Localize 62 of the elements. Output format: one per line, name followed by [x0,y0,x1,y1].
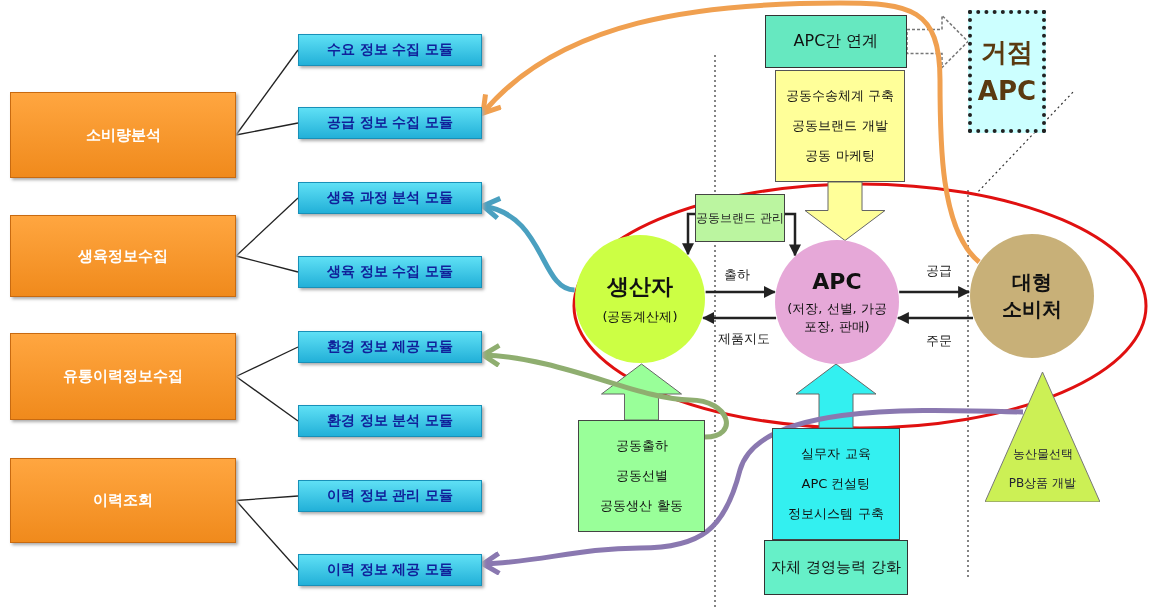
arrow [785,212,801,257]
circle-title: 생산자 [607,273,673,301]
list-item: 공동브랜드 개발 [792,117,888,135]
label-box: 공동브랜드 관리 [695,194,785,242]
triangle-text: 농산물선택 [1012,446,1073,463]
list-item: APC 컨설팅 [801,475,871,493]
arrow [702,312,777,324]
edge-label: 출하 [722,266,752,284]
connector-line [235,255,299,273]
list-item: 공동생산 활동 [600,497,683,515]
module-box: 생육 과정 분석 모듈 [298,182,482,214]
list-item: 실무자 교육 [801,445,871,463]
circle-subtitle: (저장, 선별, 가공 포장, 판매) [787,299,887,336]
block-arrow [601,363,682,421]
header-box: APC간 연계 [765,15,907,68]
circle-subtitle: (공동계산제) [602,308,678,326]
module-box: 환경 정보 분석 모듈 [298,405,482,437]
module-box: 이력 정보 제공 모듈 [298,554,482,586]
hollow-arrow [906,13,970,70]
list-item: 정보시스템 구축 [788,505,884,523]
connector-line [235,499,299,571]
curved-arrow [480,197,576,293]
module-box: 수요 정보 수집 모듈 [298,34,482,66]
connector-line [235,346,299,378]
edge-label: 주문 [924,332,954,350]
connector-line [235,495,299,502]
arrow [896,312,974,324]
connector-line [235,375,299,422]
curved-arrow [480,407,1024,576]
arrow [682,212,695,256]
edge-label: 공급 [924,262,954,280]
connector-line [235,122,299,136]
arrow [705,286,776,298]
module-box: 이력 정보 관리 모듈 [298,480,482,512]
triangle-shape [985,372,1100,502]
task-list-box [772,428,900,540]
list-item: 공동출하 [615,437,668,455]
task-list-box [578,420,705,532]
module-box: 생육 정보 수집 모듈 [298,256,482,288]
block-arrow [795,363,877,429]
curved-arrow [480,0,981,264]
category-box: 생육정보수집 [10,215,236,297]
list-item: 공동 마케팅 [805,147,875,165]
list-item: 공동선별 [615,467,668,485]
curved-arrow [480,343,729,440]
connector-line [235,49,299,136]
task-list-box [775,70,905,182]
list-item: 공동수송체계 구축 [785,87,895,105]
edge-label: 제품지도 [716,330,772,348]
dotted-box: 거점 APC [968,10,1046,133]
header-box: 자체 경영능력 강화 [764,540,908,595]
circle-title: APC [812,268,862,294]
connector-line [235,197,299,257]
category-box: 이력조회 [10,458,236,543]
module-box: 공급 정보 수집 모듈 [298,107,482,139]
actor-circle: 대형 소비처 [970,234,1094,358]
module-box: 환경 정보 제공 모듈 [298,331,482,363]
triangle-text: PB상품 개발 [1008,475,1077,492]
category-box: 소비량분석 [10,92,236,178]
block-arrow [804,181,886,241]
arrow [899,286,971,298]
category-box: 유통이력정보수집 [10,333,236,420]
